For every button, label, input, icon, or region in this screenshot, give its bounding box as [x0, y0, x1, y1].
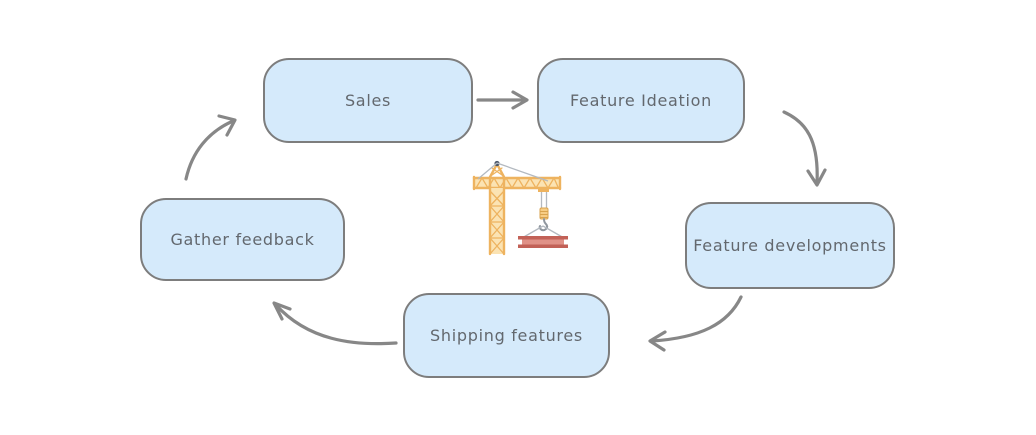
node-sales: Sales	[263, 58, 473, 143]
node-shipping-features-label: Shipping features	[430, 326, 583, 345]
node-shipping-features: Shipping features	[403, 293, 610, 378]
construction-crane-icon	[472, 160, 568, 256]
node-sales-label: Sales	[344, 91, 392, 110]
arrow-sales-to-feature-ideation	[476, 90, 529, 110]
arrow-feature-developments-to-shipping-features	[648, 295, 743, 352]
node-feature-developments-label: Feature developments	[693, 236, 887, 255]
node-feature-ideation: Feature Ideation	[537, 58, 745, 143]
node-gather-feedback-label: Gather feedback	[170, 230, 315, 249]
arrow-gather-feedback-to-sales	[184, 114, 237, 181]
node-feature-ideation-label: Feature Ideation	[570, 91, 712, 110]
node-gather-feedback: Gather feedback	[140, 198, 345, 281]
arrow-feature-ideation-to-feature-developments	[782, 110, 827, 187]
node-feature-developments: Feature developments	[685, 202, 895, 289]
arrow-shipping-features-to-gather-feedback	[272, 301, 398, 346]
